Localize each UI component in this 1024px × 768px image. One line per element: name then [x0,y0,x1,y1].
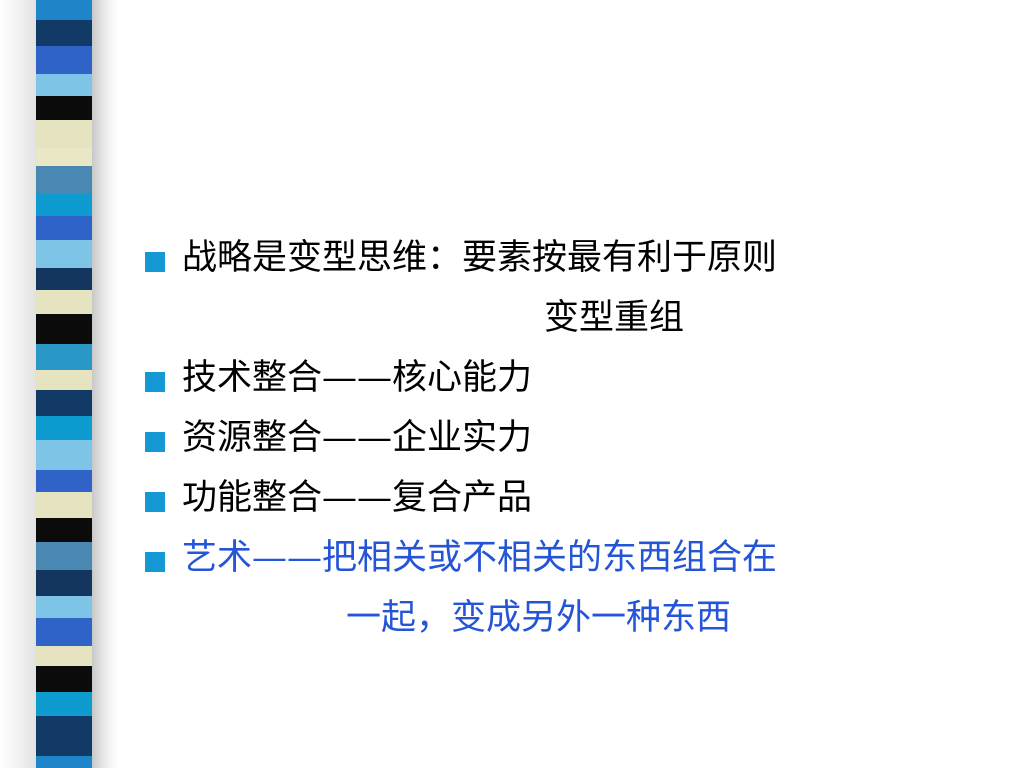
bullet-item-tech-integration: 技术整合——核心能力 [140,348,1000,408]
stripe-left-shading [0,0,36,768]
stripe-segment [36,120,92,148]
bullet-item-function-integration: 功能整合——复合产品 [140,468,1000,528]
stripe-segment [36,596,92,618]
stripe-segment [36,166,92,194]
stripe-segment [36,646,92,666]
stripe-segment [36,542,92,570]
stripe-segment [36,314,92,344]
stripe-segment [36,470,92,492]
stripe-segment [36,20,92,46]
stripe-segment [36,96,92,120]
stripe-segment [36,570,92,596]
bullet-text-resource-integration: 资源整合——企业实力 [182,418,533,458]
stripe-segment [36,666,92,692]
bullet-item-resource-integration: 资源整合——企业实力 [140,408,1000,468]
stripe-segment [36,290,92,314]
stripe-segment [36,216,92,240]
stripe-segment [36,416,92,440]
stripe-segment [36,692,92,716]
stripe-segment [36,46,92,74]
square-bullet-icon [145,252,165,272]
bullet-text-strategy-line1: 战略是变型思维：要素按最有利于原则 [182,238,778,278]
stripe-segment [36,370,92,390]
square-bullet-icon [145,492,165,512]
bullet-text-strategy-line2: 变型重组 [544,298,685,338]
stripe-segment [36,240,92,268]
square-bullet-icon [145,552,165,572]
stripe-segment [36,0,92,20]
bullet-text-art-line2: 一起，变成另外一种东西 [346,598,732,638]
bullet-text-function-integration: 功能整合——复合产品 [182,478,533,518]
stripe-segment [36,756,92,768]
square-bullet-icon [145,372,165,392]
stripe-segment [36,618,92,646]
stripe-segment [36,74,92,96]
stripe-segment [36,390,92,416]
stripe-segment [36,148,92,166]
stripe-segment [36,492,92,518]
stripe-segment [36,194,92,216]
stripe-right-shadow [92,0,118,768]
bullet-item-strategy: 战略是变型思维：要素按最有利于原则 变型重组 [140,228,1000,348]
bullet-item-art: 艺术——把相关或不相关的东西组合在 一起，变成另外一种东西 [140,528,1000,648]
decorative-stripe-band [0,0,118,768]
stripe-segment [36,716,92,756]
square-bullet-icon [145,432,165,452]
bullet-text-tech-integration: 技术整合——核心能力 [182,358,533,398]
bullet-text-art-line1: 艺术——把相关或不相关的东西组合在 [182,538,778,578]
bullet-list: 战略是变型思维：要素按最有利于原则 变型重组 技术整合——核心能力 资源整合——… [140,228,1000,648]
stripe-segment [36,344,92,370]
stripe-segment [36,440,92,470]
stripe-segment [36,268,92,290]
stripe-segment [36,518,92,542]
stripe-column [36,0,92,768]
